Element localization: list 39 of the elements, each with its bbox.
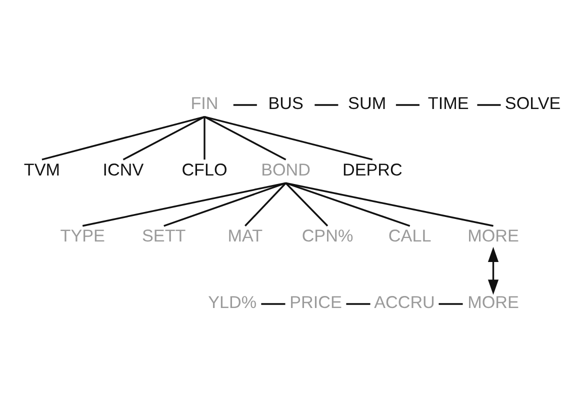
node-text: SOLVE [504,94,561,114]
connector [204,116,206,160]
arrow [488,246,499,295]
node-text: YLD% [208,293,257,312]
connector [286,182,410,227]
connector [204,116,373,160]
node-text: PRICE [290,293,342,312]
connector [438,303,463,305]
node-text: DEPRC [342,160,402,180]
node-text: SUM [348,94,386,114]
node-text: BOND [261,160,311,180]
node-text: CALL [388,226,432,246]
node-text: MAT [228,226,263,246]
node-text: MORE [468,226,519,246]
node-text: TIME [428,94,469,114]
connector [314,104,338,106]
connector [396,104,420,106]
connector [204,116,286,160]
connector [122,116,205,160]
node-text: TVM [24,160,60,180]
connector [346,303,370,305]
node-text: CFLO [182,160,228,180]
connector [261,303,286,305]
node-text: MORE [468,293,519,312]
connector [82,182,286,227]
connector [233,104,257,106]
node-text: CPN% [302,226,354,246]
node-text: TYPE [60,226,105,246]
connector [286,182,494,227]
connector [285,182,328,226]
connector [244,182,286,226]
connector [164,182,286,227]
node-text: SETT [142,226,186,246]
node-text: ICNV [102,160,144,180]
connector [42,116,205,160]
node-text: BUS [268,94,304,114]
node-text: FIN [190,94,218,114]
node-text: ACCRU [374,293,435,312]
connector [477,104,501,106]
